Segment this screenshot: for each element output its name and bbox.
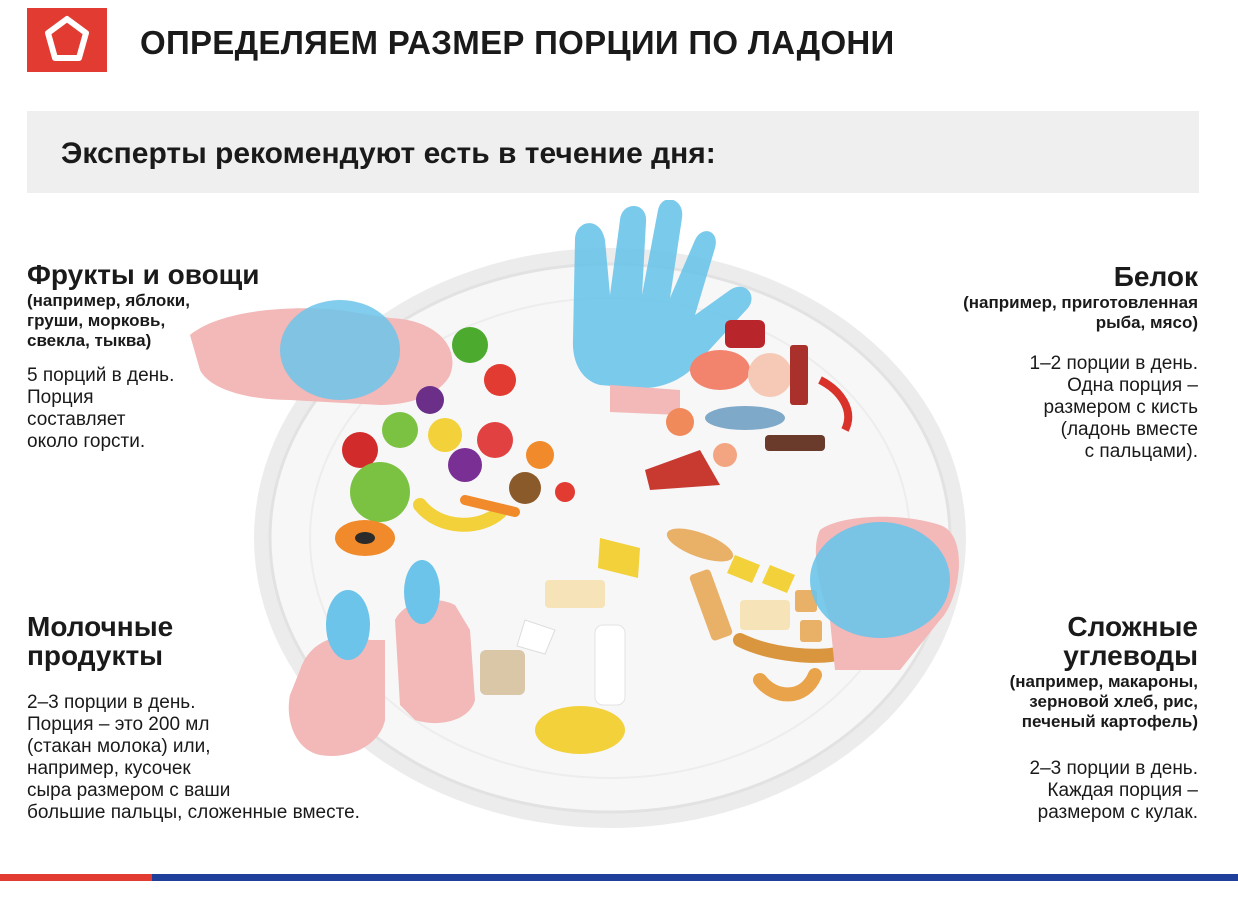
dairy-heading: Молочные продукты [27,611,174,671]
protein-heading: Белок [1113,261,1198,292]
carbs-group [666,516,959,702]
protein-example: (например, приготовленная рыба, мясо) [963,293,1198,332]
carbs-text: 2–3 порции в день. Каждая порция – разме… [1029,758,1199,823]
fruits-block: Фрукты и овощи (например, яблоки, груши,… [27,260,287,453]
page-title: ОПРЕДЕЛЯЕМ РАЗМЕР ПОРЦИИ ПО ЛАДОНИ [140,24,895,61]
footer-bar-red [0,874,152,881]
protein-block: Белок (например, приготовленная рыба, мя… [880,262,1198,463]
cupped-hand-icon [190,300,453,405]
logo [27,8,107,72]
open-palm-icon [572,200,752,415]
protein-group [572,200,853,490]
fist-icon [810,516,959,670]
footer-bar-blue [152,874,1238,881]
fruits-heading: Фрукты и овощи [27,259,260,290]
dairy-group [288,538,640,756]
fruits-text: 5 порций в день. Порция составляет около… [27,365,175,452]
dairy-block: Молочные продукты 2–3 порции в день. Пор… [27,612,467,824]
fruits-vegetables-group [190,300,575,556]
banner: Эксперты рекомендуют есть в течение дня: [27,111,1199,193]
plate-illustration [190,200,966,828]
carbs-heading: Сложные углеводы [1063,611,1198,671]
carbs-example: (например, макароны, зерновой хлеб, рис,… [1009,672,1198,731]
thumbs-icon [288,560,475,756]
carbs-block: Сложные углеводы (например, макароны, зе… [900,612,1198,824]
dairy-text: 2–3 порции в день. Порция – это 200 мл (… [27,692,360,823]
protein-text: 1–2 порции в день. Одна порция – размеро… [1029,353,1199,462]
fruits-example: (например, яблоки, груши, морковь, свекл… [27,291,190,350]
pentagon-logo-icon [45,16,89,61]
banner-text: Эксперты рекомендуют есть в течение дня: [61,137,716,170]
